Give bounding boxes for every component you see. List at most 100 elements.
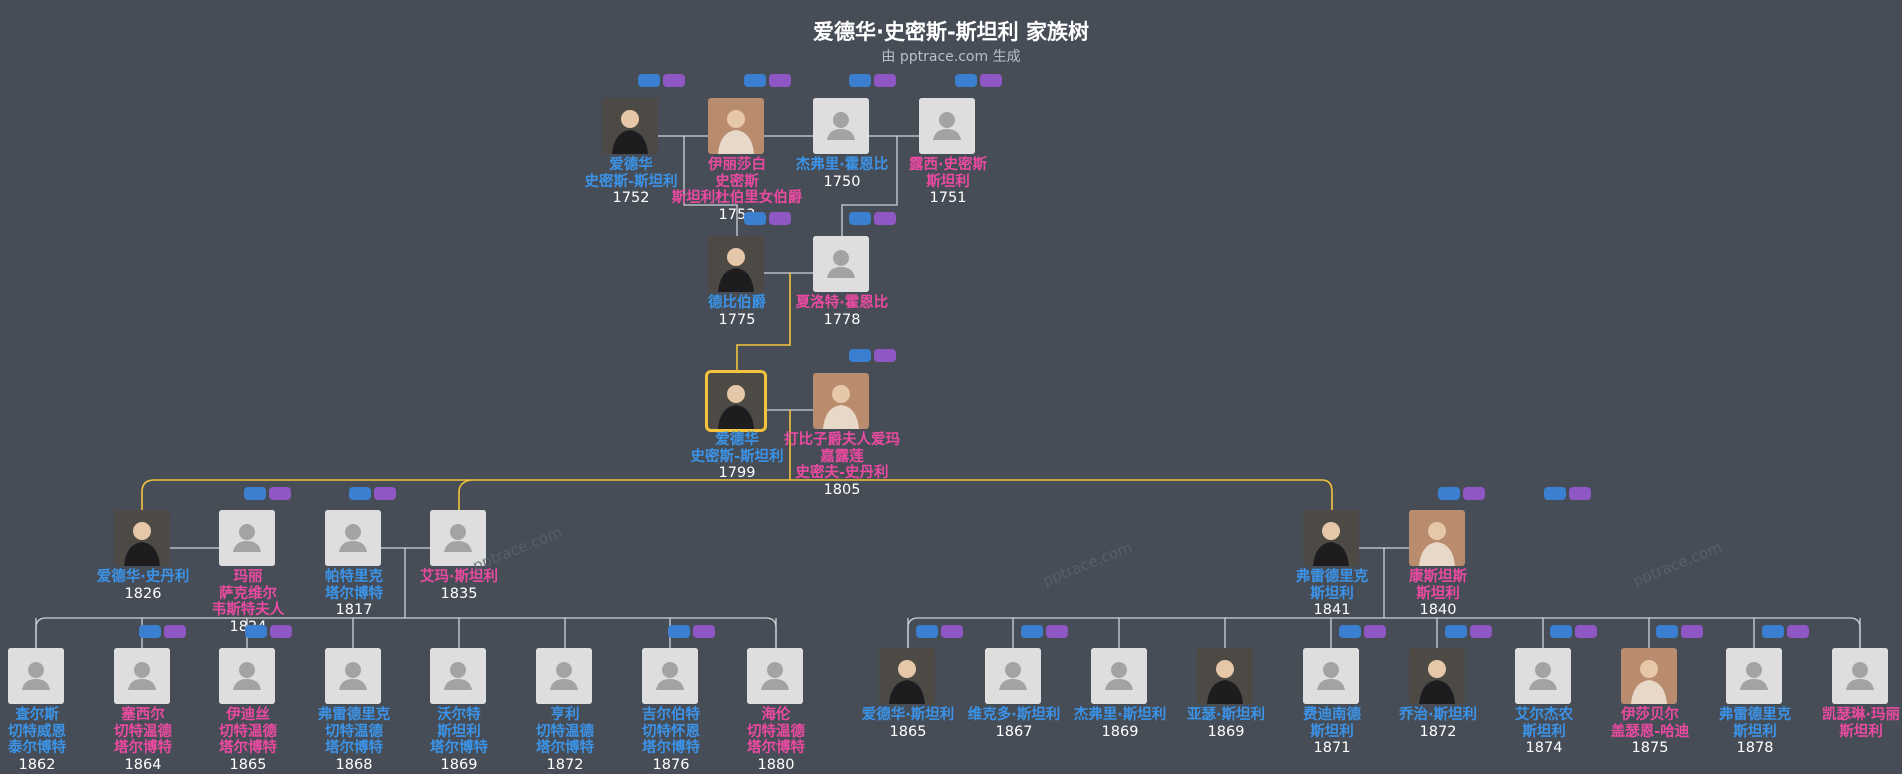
person-avatar-icon[interactable]: [325, 510, 381, 566]
person-avatar-icon[interactable]: [430, 510, 486, 566]
expand-spouse-button[interactable]: [874, 74, 896, 87]
person-avatar-icon[interactable]: [219, 510, 275, 566]
person-name-text: 杰弗里·斯坦利: [1073, 707, 1167, 723]
person-avatar-icon[interactable]: [642, 648, 698, 704]
expand-spouse-button[interactable]: [1681, 625, 1703, 638]
expand-parents-button[interactable]: [955, 74, 977, 87]
person-birth-year: 1869: [440, 756, 478, 773]
expand-parents-button[interactable]: [1438, 487, 1460, 500]
person-avatar-icon[interactable]: [8, 648, 64, 704]
person-portrait[interactable]: [1621, 648, 1677, 704]
lineage-line: [736, 273, 791, 373]
person-portrait[interactable]: [1197, 648, 1253, 704]
person-portrait[interactable]: [114, 510, 170, 566]
person-portrait[interactable]: [705, 370, 767, 432]
expand-parents-button[interactable]: [1021, 625, 1043, 638]
person-name-text: 吉尔伯特 切特怀恩 塔尔博特: [642, 707, 700, 756]
expand-parents-button[interactable]: [1656, 625, 1678, 638]
person-name-text: 杰弗里·霍恩比: [795, 157, 889, 173]
expand-spouse-button[interactable]: [1569, 487, 1591, 500]
person-portrait[interactable]: [708, 98, 764, 154]
expand-spouse-button[interactable]: [1463, 487, 1485, 500]
expand-spouse-button[interactable]: [269, 487, 291, 500]
person-birth-year: 1869: [1207, 723, 1245, 740]
person-portrait[interactable]: [1409, 648, 1465, 704]
person-name-text: 德比伯爵: [708, 295, 766, 311]
person-birth-year: 1872: [546, 756, 584, 773]
person-birth-year: 1872: [1419, 723, 1457, 740]
expand-parents-button[interactable]: [744, 74, 766, 87]
expand-parents-button[interactable]: [245, 625, 267, 638]
expand-spouse-button[interactable]: [980, 74, 1002, 87]
person-avatar-icon[interactable]: [1515, 648, 1571, 704]
person-avatar-icon[interactable]: [813, 98, 869, 154]
person-portrait[interactable]: [1409, 510, 1465, 566]
person-avatar-icon[interactable]: [1303, 648, 1359, 704]
parent-child-line: [841, 136, 898, 236]
person-portrait[interactable]: [602, 98, 658, 154]
expand-parents-button[interactable]: [1762, 625, 1784, 638]
person-portrait[interactable]: [1303, 510, 1359, 566]
person-avatar-icon[interactable]: [919, 98, 975, 154]
person-birth-year: 1869: [1101, 723, 1139, 740]
person-avatar-icon[interactable]: [219, 648, 275, 704]
person-avatar-icon[interactable]: [1726, 648, 1782, 704]
expand-parents-button[interactable]: [638, 74, 660, 87]
expand-parents-button[interactable]: [916, 625, 938, 638]
expand-spouse-button[interactable]: [270, 625, 292, 638]
person-birth-year: 1868: [335, 756, 373, 773]
person-avatar-icon[interactable]: [430, 648, 486, 704]
expand-spouse-button[interactable]: [1470, 625, 1492, 638]
expand-spouse-button[interactable]: [769, 74, 791, 87]
expand-spouse-button[interactable]: [874, 349, 896, 362]
expand-spouse-button[interactable]: [874, 212, 896, 225]
expand-spouse-button[interactable]: [1575, 625, 1597, 638]
expand-spouse-button[interactable]: [1787, 625, 1809, 638]
page-subtitle: 由 pptrace.com 生成: [881, 49, 1021, 65]
person-birth-year: 1835: [440, 585, 478, 602]
person-avatar-icon[interactable]: [985, 648, 1041, 704]
person-avatar-icon[interactable]: [536, 648, 592, 704]
expand-parents-button[interactable]: [1550, 625, 1572, 638]
expand-spouse-button[interactable]: [941, 625, 963, 638]
expand-spouse-button[interactable]: [1046, 625, 1068, 638]
person-portrait[interactable]: [879, 648, 935, 704]
person-birth-year: 1750: [823, 173, 861, 190]
expand-spouse-button[interactable]: [374, 487, 396, 500]
person-name-text: 沃尔特 斯坦利 塔尔博特: [430, 707, 488, 756]
expand-spouse-button[interactable]: [769, 212, 791, 225]
expand-spouse-button[interactable]: [693, 625, 715, 638]
expand-parents-button[interactable]: [349, 487, 371, 500]
expand-parents-button[interactable]: [1445, 625, 1467, 638]
expand-parents-button[interactable]: [849, 212, 871, 225]
expand-parents-button[interactable]: [849, 74, 871, 87]
expand-spouse-button[interactable]: [1364, 625, 1386, 638]
person-avatar-icon[interactable]: [114, 648, 170, 704]
expand-parents-button[interactable]: [849, 349, 871, 362]
expand-parents-button[interactable]: [744, 212, 766, 225]
person-avatar-icon[interactable]: [1832, 648, 1888, 704]
person-birth-year: 1865: [229, 756, 267, 773]
person-avatar-icon[interactable]: [1091, 648, 1147, 704]
expand-parents-button[interactable]: [139, 625, 161, 638]
person-avatar-icon[interactable]: [747, 648, 803, 704]
expand-parents-button[interactable]: [668, 625, 690, 638]
expand-spouse-button[interactable]: [663, 74, 685, 87]
person-avatar-icon[interactable]: [813, 236, 869, 292]
person-name-text: 伊迪丝 切特温德 塔尔博特: [219, 707, 277, 756]
expand-parents-button[interactable]: [244, 487, 266, 500]
expand-parents-button[interactable]: [1339, 625, 1361, 638]
person-name-text: 康斯坦斯 斯坦利: [1409, 569, 1467, 602]
person-avatar-icon[interactable]: [325, 648, 381, 704]
person-portrait[interactable]: [708, 236, 764, 292]
expand-parents-button[interactable]: [1544, 487, 1566, 500]
expand-spouse-button[interactable]: [164, 625, 186, 638]
person-portrait[interactable]: [813, 373, 869, 429]
